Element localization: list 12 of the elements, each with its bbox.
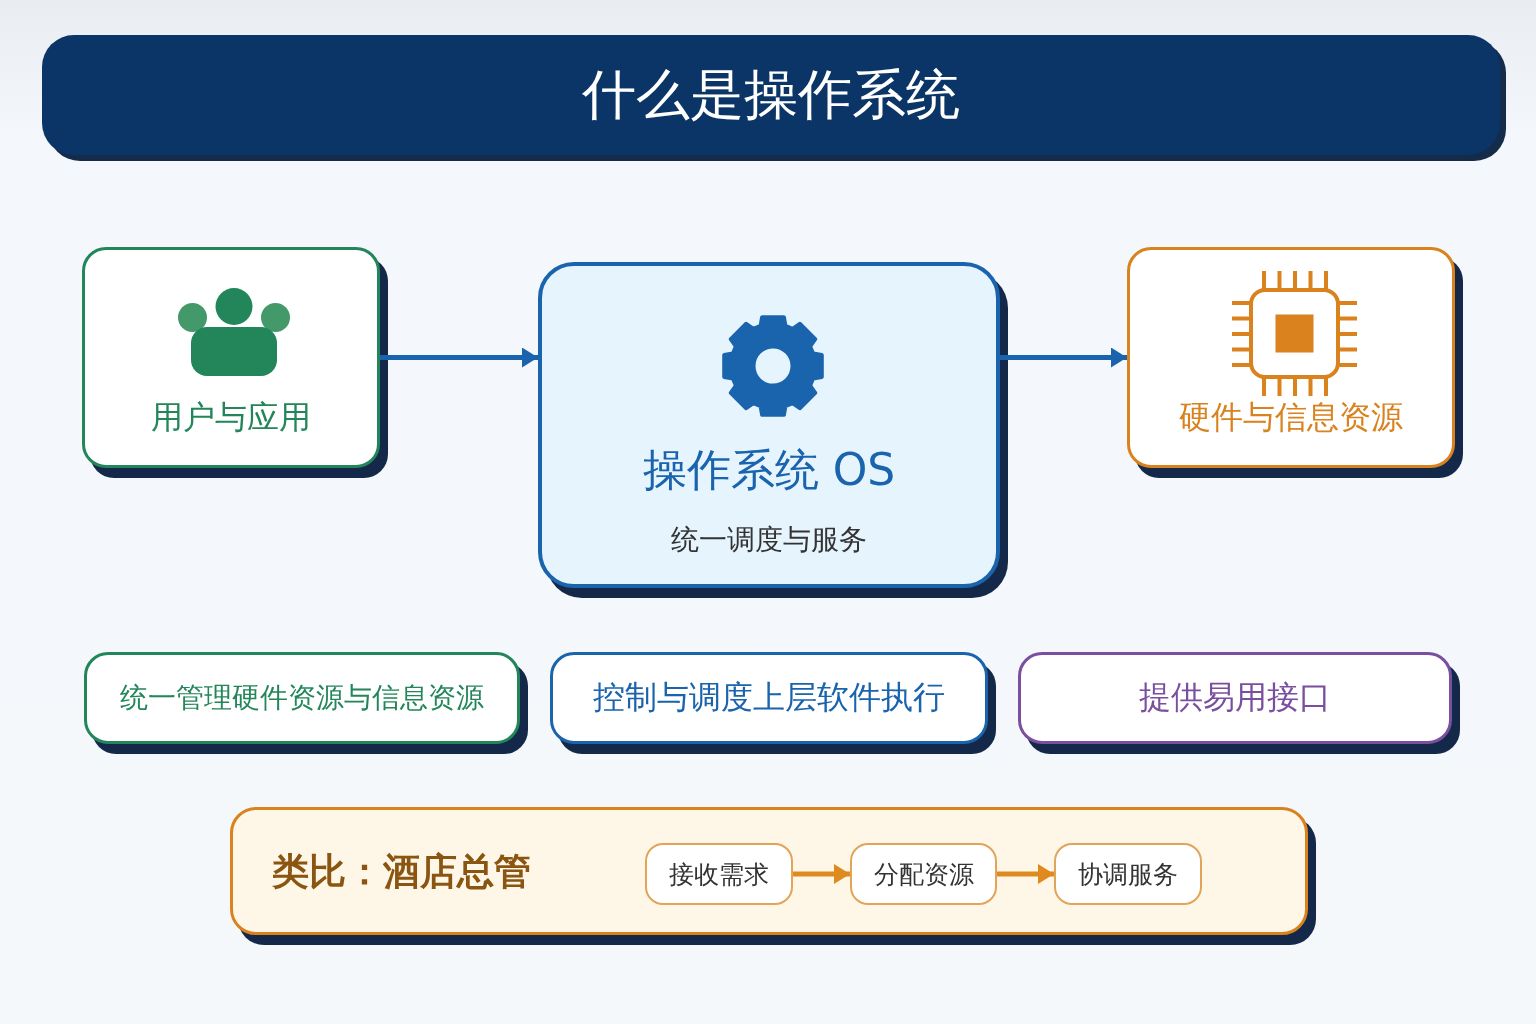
step-box: 分配资源 — [850, 843, 997, 905]
card-title: 操作系统 OS — [642, 443, 896, 497]
arrow — [380, 347, 538, 368]
arrow — [793, 864, 850, 884]
card-subtitle: 统一调度与服务 — [671, 523, 867, 557]
panel-heading: 类比：酒店总管 — [272, 849, 531, 895]
card-label: 用户与应用 — [151, 397, 311, 437]
step-box: 协调服务 — [1054, 843, 1202, 905]
card-label: 硬件与信息资源 — [1179, 397, 1403, 437]
step-box: 接收需求 — [645, 843, 793, 905]
arrow — [997, 864, 1054, 884]
arrow — [1000, 347, 1127, 368]
